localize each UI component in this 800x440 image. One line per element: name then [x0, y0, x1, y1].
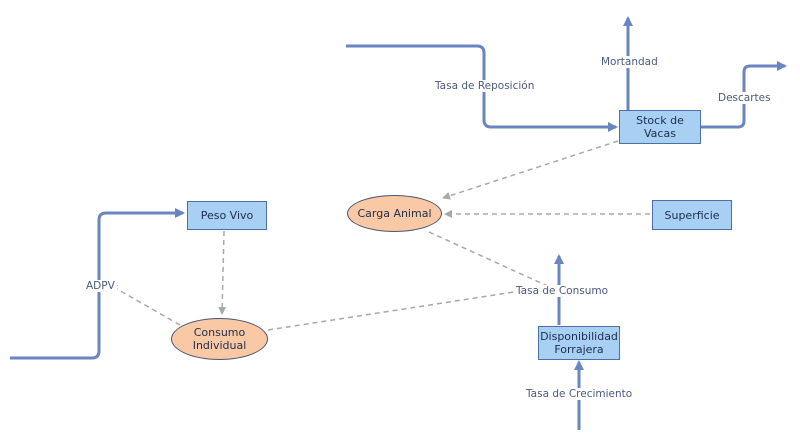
superficie-node[interactable]: Superficie	[652, 200, 732, 230]
link-pesovivo-to-consumo	[218, 230, 227, 315]
link-stock-to-carga	[442, 140, 619, 200]
carga-animal-node[interactable]: Carga Animal	[347, 195, 442, 232]
link-consumo-to-tasa-consumo	[267, 287, 541, 331]
disponibilidad-forrajera-node[interactable]: Disponibilidad Forrajera	[538, 326, 620, 360]
link-consumo-to-adpv	[109, 284, 181, 326]
consumo-individual-node[interactable]: Consumo Individual	[171, 318, 268, 360]
tasa-crecimiento-label: Tasa de Crecimiento	[524, 388, 635, 400]
mortandad-label: Mortandad	[599, 56, 660, 68]
peso-vivo-node[interactable]: Peso Vivo	[187, 201, 267, 230]
descartes-label: Descartes	[716, 92, 773, 104]
tasa-consumo-label: Tasa de Consumo	[514, 285, 611, 297]
stock-vacas-node[interactable]: Stock de Vacas	[619, 110, 701, 144]
adpv-label: ADPV	[84, 280, 117, 292]
tasa-reposicion-label: Tasa de Reposición	[433, 80, 537, 92]
link-carga-to-tasa-consumo	[428, 231, 553, 289]
